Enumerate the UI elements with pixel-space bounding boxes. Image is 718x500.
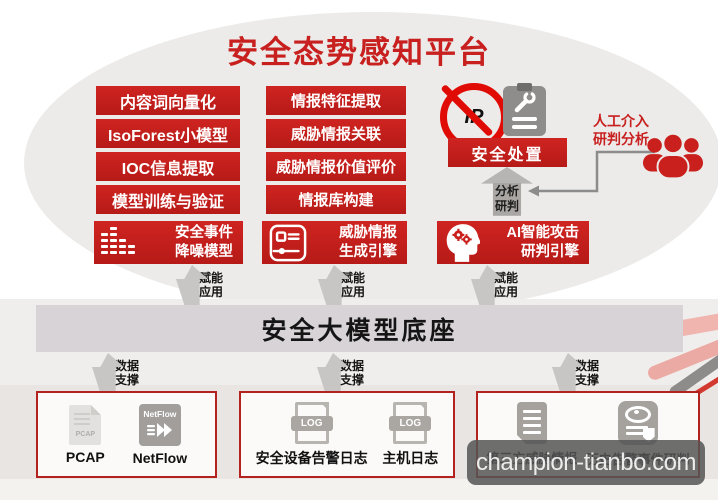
engine-label: 安全事件 降噪模型 [175, 225, 233, 260]
analysis-judgement-label: 分析 研判 [492, 183, 521, 215]
manual-review-label: 人工介入 研判分析 [593, 113, 649, 148]
equalizer-icon [101, 226, 139, 259]
database-shield-icon [617, 401, 658, 445]
source-box-logs: LOG 安全设备告警日志 LOG 主机日志 [239, 391, 455, 478]
engine-threat-intel-generation: 威胁情报 生成引擎 [262, 221, 407, 264]
engine-label: 威胁情报 生成引擎 [339, 225, 397, 260]
analysts-group-icon [642, 132, 704, 180]
engine-label: AI智能攻击 研判引擎 [506, 225, 580, 260]
clipboard-line [512, 125, 537, 129]
netflow-icon: NetFlow [138, 403, 181, 446]
source-box-traffic: PCAP PCAP NetFlow NetFlow [36, 391, 217, 478]
module-isoforest-model: IsoForest小模型 [96, 119, 240, 148]
intel-form-icon [269, 224, 307, 262]
empower-label: 赋能应用 [494, 270, 519, 299]
wrench-clipboard-icon [503, 83, 546, 136]
report-icon [516, 402, 547, 444]
log-file-icon: LOG [389, 401, 432, 444]
data-support-label: 数据支撑 [340, 358, 365, 387]
watermark-pill: champion-tianbo.com [467, 440, 705, 485]
foundation-model-bar: 安全大模型底座 [36, 305, 683, 352]
log-file-icon: LOG [290, 401, 333, 444]
engine-event-noise-reduction: 安全事件 降噪模型 [94, 221, 243, 264]
module-intel-value-evaluation: 威胁情报价值评价 [266, 152, 406, 181]
security-disposal-button: 安全处置 [448, 138, 567, 167]
empower-arrow-3: 赋能应用 [471, 265, 518, 305]
empower-arrow-2: 赋能应用 [318, 265, 365, 305]
data-support-label: 数据支撑 [115, 358, 140, 387]
module-intel-feature-extraction: 情报特征提取 [266, 86, 406, 115]
watermark-text: champion-tianbo.com [476, 448, 696, 476]
data-support-arrow-2: 数据支撑 [317, 353, 364, 393]
empower-label: 赋能应用 [341, 270, 366, 299]
data-support-label: 数据支撑 [575, 358, 600, 387]
data-support-arrow-1: 数据支撑 [92, 353, 139, 393]
module-content-vectorization: 内容词向量化 [96, 86, 240, 115]
source-item-device-alarm-log: LOG 安全设备告警日志 [256, 401, 368, 468]
source-item-pcap: PCAP PCAP [66, 404, 105, 465]
module-intel-library-build: 情报库构建 [266, 185, 406, 214]
empower-arrow-1: 赋能应用 [176, 265, 223, 305]
clipboard-line [512, 117, 537, 121]
data-support-arrow-3: 数据支撑 [552, 353, 599, 393]
pcap-file-icon: PCAP [69, 404, 102, 445]
empower-label: 赋能应用 [199, 270, 224, 299]
ai-head-gears-icon [444, 223, 480, 263]
source-item-host-log: LOG 主机日志 [382, 401, 438, 468]
module-model-training: 模型训练与验证 [96, 185, 240, 214]
source-item-netflow: NetFlow NetFlow [133, 403, 187, 466]
module-ioc-extraction: IOC信息提取 [96, 152, 240, 181]
page-title: 安全态势感知平台 [227, 35, 491, 70]
clipboard-tab [517, 83, 532, 91]
manual-review-connector-line [528, 150, 655, 197]
engine-ai-attack-analysis: AI智能攻击 研判引擎 [437, 221, 589, 264]
module-threat-intel-correlation: 威胁情报关联 [266, 119, 406, 148]
